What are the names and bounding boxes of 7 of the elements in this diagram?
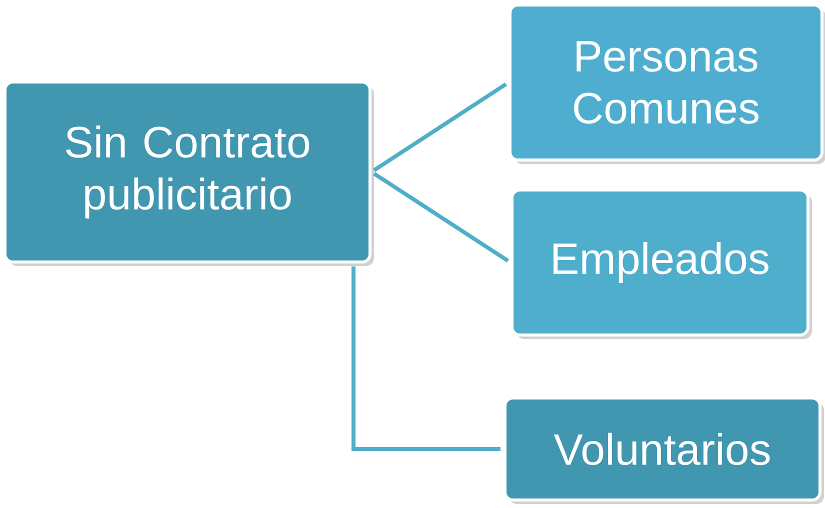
process-box: Empleados — [510, 188, 812, 339]
process-box: Voluntarios — [504, 396, 824, 504]
connector-line — [372, 82, 508, 172]
connector-line — [352, 266, 500, 451]
process-box: Personas Comunes — [508, 4, 825, 164]
process-box: Sin Contrato publicitario — [4, 80, 374, 266]
connector-line — [372, 172, 510, 263]
